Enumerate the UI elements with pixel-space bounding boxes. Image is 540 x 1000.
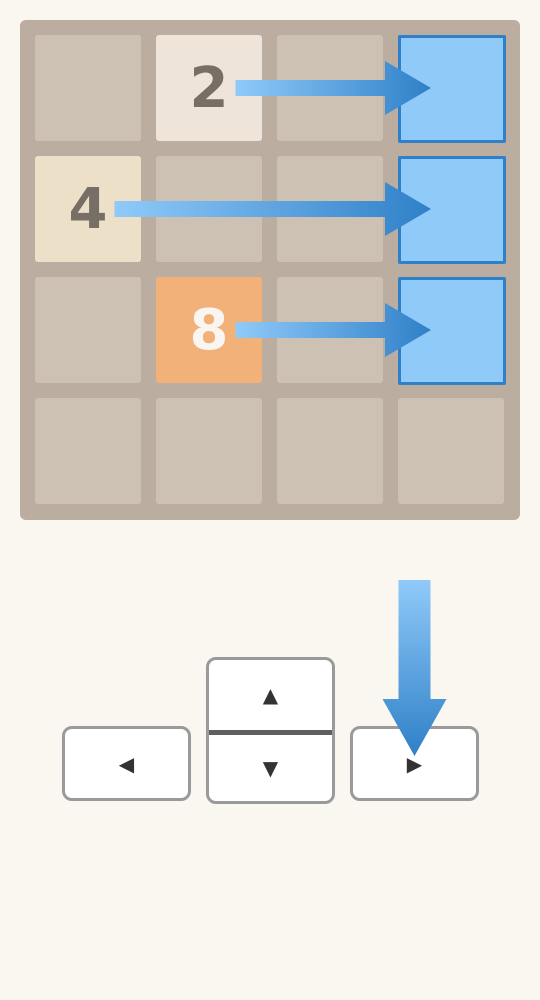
right-arrow-icon: ▶ <box>406 751 423 776</box>
empty-cell <box>35 35 141 141</box>
empty-cell <box>277 277 383 383</box>
empty-cell <box>277 35 383 141</box>
empty-cell <box>277 156 383 262</box>
target-cell <box>398 156 506 264</box>
empty-cell <box>35 277 141 383</box>
left-arrow-key[interactable]: ◀ <box>62 726 191 801</box>
empty-cell <box>277 398 383 504</box>
down-arrow-key[interactable]: ▼ <box>209 735 332 801</box>
up-arrow-key[interactable]: ▲ <box>209 660 332 730</box>
up-arrow-icon: ▲ <box>262 683 279 707</box>
up-down-key: ▲ ▼ <box>206 657 335 804</box>
empty-cell <box>35 398 141 504</box>
empty-cell <box>398 398 504 504</box>
target-cell <box>398 277 506 385</box>
tile-4: 4 <box>35 156 141 262</box>
empty-cell <box>156 156 262 262</box>
tile-2: 2 <box>156 35 262 141</box>
empty-cell <box>156 398 262 504</box>
key-divider <box>209 730 332 735</box>
down-arrow-icon: ▼ <box>262 756 279 780</box>
tile-8: 8 <box>156 277 262 383</box>
right-arrow-key[interactable]: ▶ <box>350 726 479 801</box>
target-cell <box>398 35 506 143</box>
left-arrow-icon: ◀ <box>118 751 135 776</box>
